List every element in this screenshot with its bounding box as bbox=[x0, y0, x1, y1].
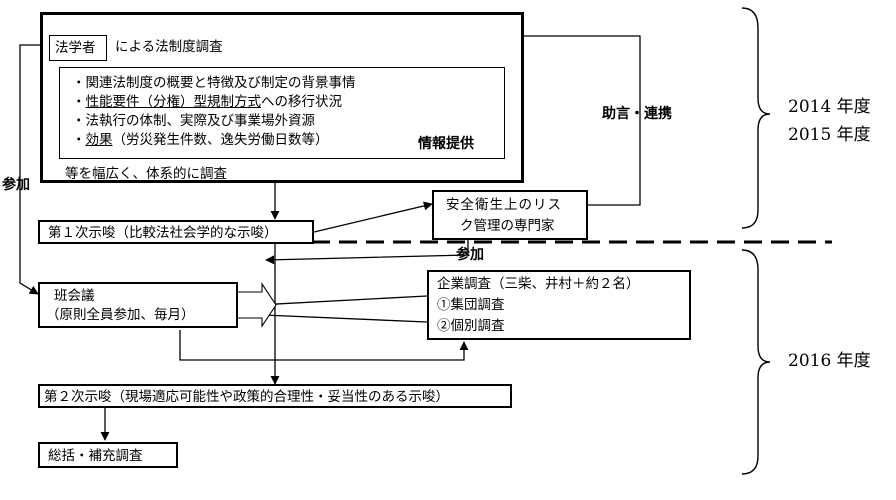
team-meeting-box: 班会議 （原則全員参加、毎月） bbox=[38, 282, 238, 328]
survey-item-4-underlined: 効果 bbox=[85, 132, 113, 148]
first-suggestion-box: 第１次示唆（比較法社会学的な示唆） bbox=[38, 220, 314, 244]
risk-expert-line1: 安全衛生上のリス bbox=[446, 197, 562, 213]
team-meeting-subtitle: （原則全員参加、毎月） bbox=[46, 307, 195, 323]
advice-label: 助言・連携 bbox=[602, 106, 672, 122]
company-survey-individual: ②個別調査 bbox=[437, 318, 505, 334]
survey-item-4-bullet: ・ bbox=[72, 132, 86, 148]
team-meeting-title: 班会議 bbox=[54, 288, 95, 304]
first-suggestion-text: 第１次示唆（比較法社会学的な示唆） bbox=[48, 225, 278, 241]
year-2015: 2015 年度 bbox=[788, 125, 871, 145]
info-arrow bbox=[313, 201, 433, 233]
participate-mid-arrow bbox=[265, 240, 469, 265]
survey-item-1: ・関連法制度の概要と特徴及び制定の背景事情 bbox=[72, 74, 356, 93]
company-survey-box: 企業調査（三柴、井村＋約２名） ①集団調査 ②個別調査 bbox=[427, 270, 691, 340]
risk-expert-line2: ク管理の専門家 bbox=[460, 218, 555, 234]
survey-item-3: ・法執行の体制、実際及び事業場外資源 bbox=[72, 112, 356, 131]
survey-item-2-suffix: への移行状況 bbox=[261, 94, 342, 110]
meeting-hollow-arrow bbox=[238, 282, 277, 328]
participate-left-arrow bbox=[19, 44, 52, 295]
survey-item-4-suffix: （労災発生件数、逸失労働日数等） bbox=[112, 132, 329, 148]
second-suggestion-text: 第２次示唆（現場適応可能性や政策的合理性・妥当性のある示唆） bbox=[44, 389, 449, 405]
company-to-meeting-arrow-2 bbox=[238, 309, 428, 323]
second-suggestion-box: 第２次示唆（現場適応可能性や政策的合理性・妥当性のある示唆） bbox=[38, 384, 512, 408]
participate-mid-label: 参加 bbox=[456, 247, 484, 263]
survey-item-2: ・性能要件（分権）型規制方式への移行状況 bbox=[72, 93, 356, 112]
legal-scholar-tag: 法学者 bbox=[49, 35, 107, 61]
meeting-to-company-arrow bbox=[179, 330, 469, 361]
legal-survey-title: による法制度調査 bbox=[115, 39, 223, 55]
survey-item-2-bullet: ・ bbox=[72, 94, 86, 110]
survey-item-3-text: ・法執行の体制、実際及び事業場外資源 bbox=[72, 113, 315, 129]
survey-item-2-underlined: 性能要件（分権）型規制方式 bbox=[85, 94, 262, 110]
survey-item-1-text: ・関連法制度の概要と特徴及び制定の背景事情 bbox=[72, 75, 356, 91]
legal-scholar-label: 法学者 bbox=[55, 40, 96, 56]
summary-text: 総括・補充調査 bbox=[48, 448, 143, 464]
year-2016: 2016 年度 bbox=[788, 351, 871, 371]
survey-items-box: ・関連法制度の概要と特徴及び制定の背景事情 ・性能要件（分権）型規制方式への移行… bbox=[59, 67, 505, 159]
survey-item-4: ・効果（労災発生件数、逸失労働日数等） bbox=[72, 131, 356, 150]
company-survey-title: 企業調査（三柴、井村＋約２名） bbox=[437, 276, 640, 292]
company-survey-group: ①集団調査 bbox=[437, 297, 505, 313]
survey-footer: 等を幅広く、体系的に調査 bbox=[65, 166, 227, 182]
brace-2016 bbox=[741, 249, 771, 475]
risk-expert-box: 安全衛生上のリス ク管理の専門家 bbox=[432, 190, 588, 240]
brace-2014-2015 bbox=[741, 7, 771, 229]
participate-left-label: 参加 bbox=[2, 177, 30, 193]
info-label: 情報提供 bbox=[418, 136, 474, 152]
summary-box: 総括・補充調査 bbox=[38, 442, 178, 468]
year-2014: 2014 年度 bbox=[788, 97, 871, 117]
legal-survey-box: 法学者 による法制度調査 ・関連法制度の概要と特徴及び制定の背景事情 ・性能要件… bbox=[40, 12, 524, 183]
